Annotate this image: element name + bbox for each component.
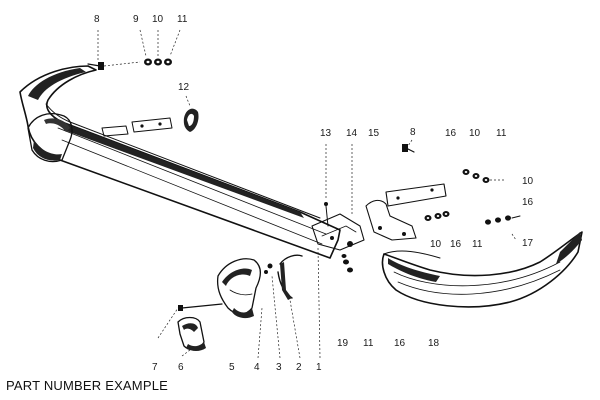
- callout-19: 19: [337, 338, 349, 349]
- callout-numbers: 8 9 10 11 12 13 14 15 8 16 10 11 10 16 1…: [94, 14, 534, 373]
- left-mount-bracket: [101, 117, 173, 137]
- callout-16d: 16: [394, 338, 406, 349]
- callout-11c: 11: [472, 239, 483, 250]
- callout-11b: 11: [496, 128, 507, 139]
- callout-18: 18: [428, 338, 440, 349]
- overrider-guard: [177, 254, 303, 351]
- rubber-pad-12: [183, 108, 199, 132]
- callout-10d: 10: [430, 239, 442, 250]
- callout-7: 7: [152, 362, 158, 373]
- callout-11d: 11: [363, 338, 374, 349]
- callout-15: 15: [368, 128, 380, 139]
- callout-16c: 16: [450, 239, 462, 250]
- leader-lines: [97, 29, 413, 359]
- callout-10: 10: [152, 14, 164, 25]
- callout-12: 12: [178, 82, 190, 93]
- callout-5: 5: [229, 362, 235, 373]
- callout-8b: 8: [410, 127, 416, 138]
- top-bolt-nut-set: [87, 58, 172, 70]
- center-joint-clamp: [311, 202, 365, 273]
- callout-3: 3: [276, 362, 282, 373]
- right-mount-brackets: [365, 144, 521, 241]
- callout-16b: 16: [522, 197, 534, 208]
- callout-2: 2: [296, 362, 302, 373]
- callout-13: 13: [320, 128, 332, 139]
- callout-9: 9: [133, 14, 139, 25]
- callout-10b: 10: [469, 128, 481, 139]
- rear-bumper-section: [381, 231, 583, 308]
- callout-6: 6: [178, 362, 184, 373]
- front-bumper-bar: [19, 65, 341, 259]
- callout-17: 17: [522, 238, 534, 249]
- diagram-caption: PART NUMBER EXAMPLE: [6, 378, 169, 393]
- callout-10c: 10: [522, 176, 534, 187]
- callout-16a: 16: [445, 128, 457, 139]
- callout-1: 1: [316, 362, 322, 373]
- callout-11: 11: [177, 14, 188, 25]
- callout-4: 4: [254, 362, 260, 373]
- callout-14: 14: [346, 128, 358, 139]
- callout-8: 8: [94, 14, 100, 25]
